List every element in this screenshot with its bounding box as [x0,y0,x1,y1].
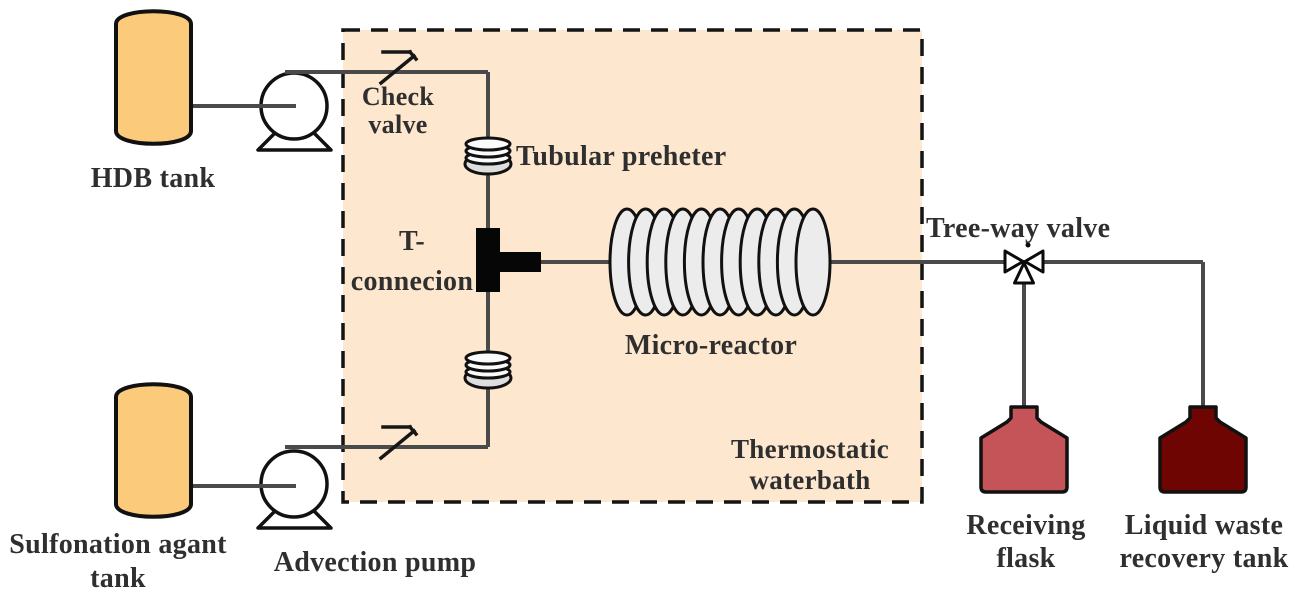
sulfonation-tank-label-line1: Sulfonation agant [9,529,227,560]
advection-pump-top-icon [256,71,333,152]
t-connection-label-line2: connecion [350,266,474,297]
check-valve-bottom-icon [378,424,419,461]
waste-tank-icon [1158,405,1248,494]
three-way-valve-label: Tree-way valve [926,213,1111,244]
receiving-flask-label: Receiving flask [956,509,1096,575]
check-valve-label-line2: valve [368,110,428,139]
check-valve-label: Check valve [338,83,458,139]
advection-pump-label: Advection pump [273,547,477,578]
sulfonation-tank-label-line2: tank [90,563,146,594]
waste-tank-label: Liquid waste recovery tank [1114,509,1294,575]
thermostatic-waterbath-label-line2: waterbath [749,465,871,495]
tubular-preheater-label: Tubular preheter [516,141,727,172]
micro-reactor-icon [608,207,832,317]
advection-pump-bottom-icon [256,449,333,530]
tubular-preheater-bottom-icon [463,350,513,390]
check-valve-top-icon [378,49,419,86]
waste-tank-label-line1: Liquid waste [1124,510,1284,541]
sulfonation-tank-label: Sulfonation agant tank [0,528,236,596]
thermostatic-waterbath-label-line1: Thermostatic [730,434,890,464]
hdb-tank-label: HDB tank [90,163,216,194]
three-way-valve-icon [1003,242,1045,285]
micro-reactor-label: Micro-reactor [624,330,798,361]
receiving-flask-label-line2: flask [996,543,1056,574]
waste-tank-label-line2: recovery tank [1119,543,1289,574]
thermostatic-waterbath-label: Thermostatic waterbath [710,434,910,496]
t-connection-label-line1: T- [398,226,426,257]
tubular-preheater-top-icon [463,136,513,176]
sulfonation-tank-icon [114,382,193,519]
hdb-tank-icon [114,9,193,146]
check-valve-label-line1: Check [361,82,435,111]
receiving-flask-icon [979,405,1069,494]
receiving-flask-label-line1: Receiving [966,510,1086,541]
t-connection-icon [476,228,541,292]
